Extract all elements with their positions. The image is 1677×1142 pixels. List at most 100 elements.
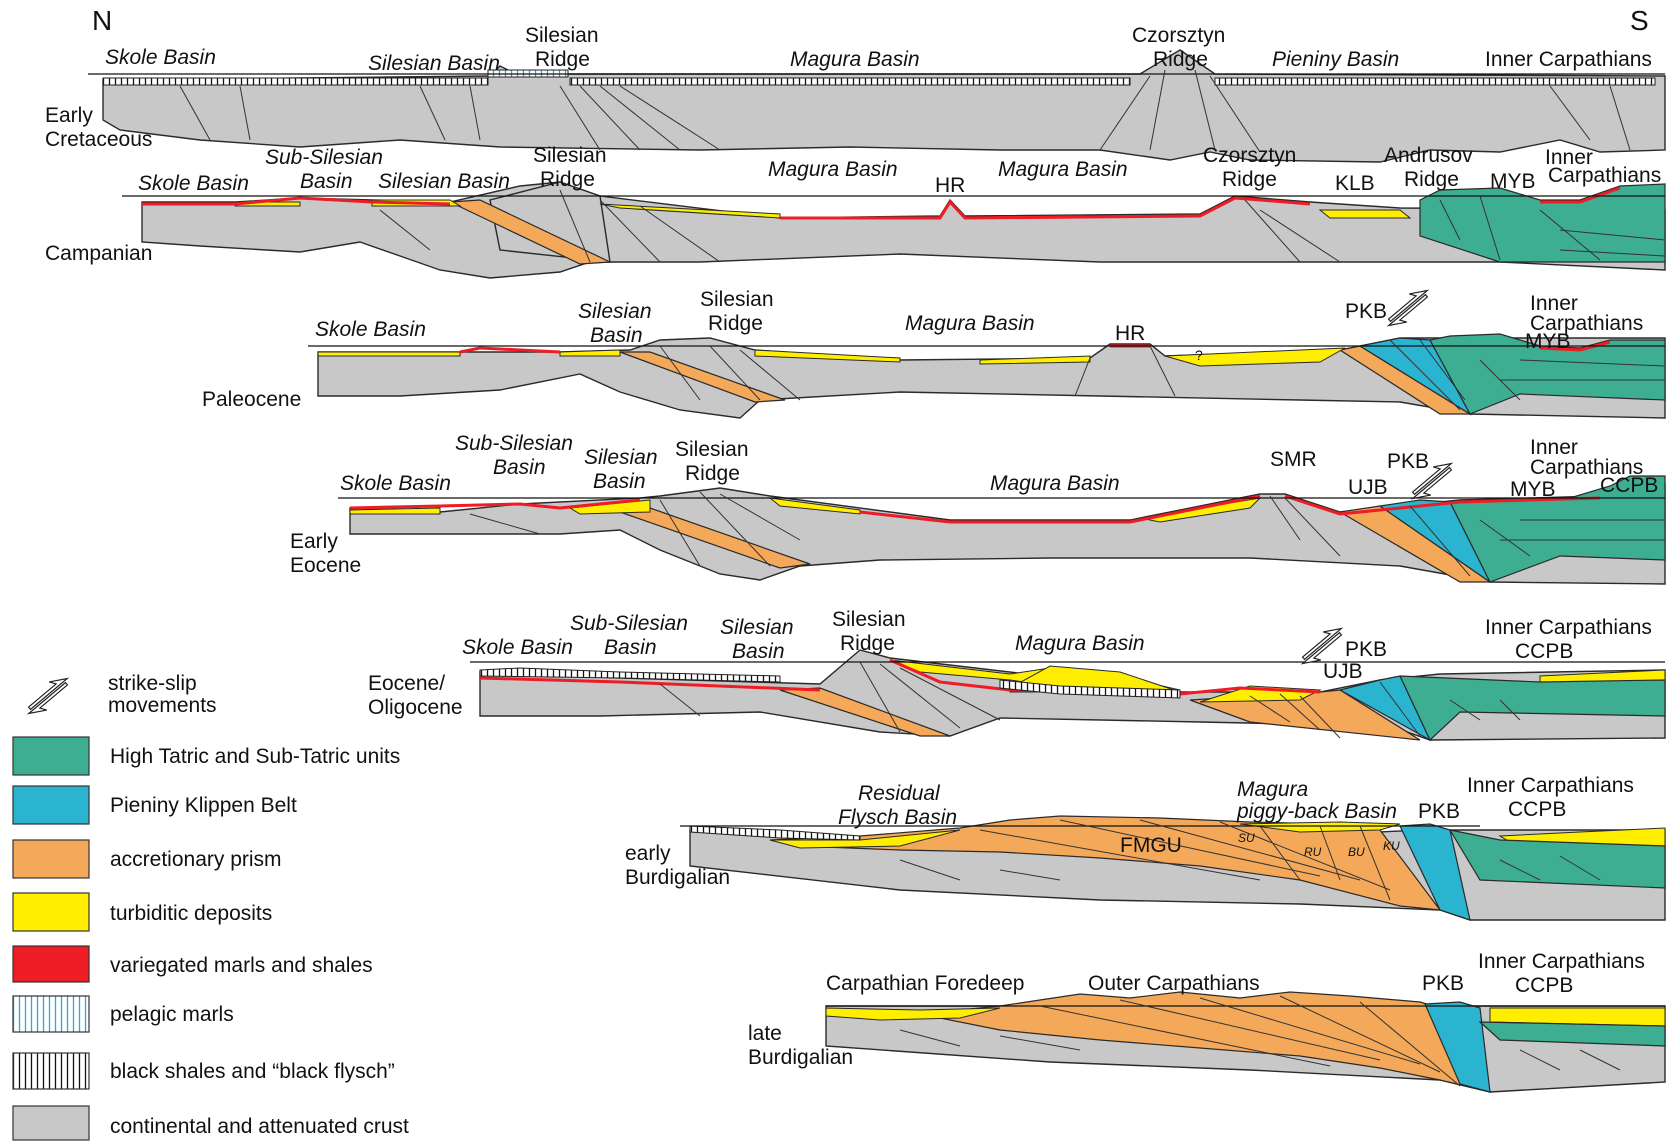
silesian-basin-label: Silesian Basin [368, 52, 500, 75]
pkb-label: PKB [1345, 300, 1387, 323]
silesian-basin-label: Silesian [578, 300, 652, 323]
age-label: Campanian [45, 242, 152, 265]
age-label: Early [45, 104, 93, 127]
skole-basin-label: Skole Basin [340, 472, 451, 495]
turbidite-fill [317, 351, 461, 357]
hr-label: HR [935, 174, 965, 197]
accretionary-prism [769, 815, 1442, 911]
silesian-ridge-label: Ridge [540, 168, 595, 191]
black-shale-fill [999, 679, 1181, 699]
inner-carpathians-label: Inner [1530, 436, 1578, 459]
inner-carpathian-units [1429, 333, 1666, 415]
magura-basin-label: Magura Basin [790, 48, 920, 71]
legend-label: High Tatric and Sub-Tatric units [110, 745, 400, 768]
fault-lines [469, 491, 1665, 577]
pieniny-klippen-belt [1424, 1001, 1491, 1093]
fault-lines [899, 995, 1621, 1087]
turbidite-fill [825, 1007, 1001, 1021]
silesian-ridge-label: Ridge [535, 48, 590, 71]
inner-carpathians-label: Inner Carpathians [1485, 616, 1652, 639]
pkb-label: PKB [1387, 450, 1429, 473]
accretionary-prism [447, 199, 613, 265]
magura-basin-label: Magura [1237, 778, 1308, 801]
inner-carpathians-label: CCPB [1508, 798, 1566, 821]
black-shale-strip [102, 77, 489, 86]
carpathian-foredeep-label: Carpathian Foredeep [826, 972, 1024, 995]
legend-label: movements [108, 694, 217, 717]
turbidite-fill [1164, 347, 1346, 367]
strike-slip-icon [1410, 462, 1454, 500]
smr-label: SMR [1270, 448, 1317, 471]
inner-carpathian-units [1448, 829, 1666, 889]
subsilesian-basin-label: Sub-Silesian [570, 612, 688, 635]
age-label: Oligocene [368, 696, 463, 719]
ku-label: KU [1383, 839, 1400, 853]
magura-basin-label: Magura Basin [998, 158, 1128, 181]
north-label: N [92, 5, 112, 36]
inner-carpathians-label: CCPB [1515, 974, 1573, 997]
residual-basin-label: Flysch Basin [838, 806, 957, 829]
legend-item-turbidites: turbiditic deposits [12, 892, 272, 932]
legend-item-crust: continental and attenuated crust [12, 1105, 409, 1141]
silesian-ridge-label: Silesian [533, 144, 607, 167]
inner-carpathians-label: Inner [1545, 146, 1593, 169]
ujb-label: UJB [1323, 660, 1363, 683]
black-shale-strip [569, 77, 1131, 86]
turbidite-fill [349, 507, 441, 515]
pkb-label: PKB [1422, 972, 1464, 995]
turbidite-fill [768, 497, 861, 515]
ujb-label: UJB [1348, 476, 1388, 499]
legend-swatch [12, 1105, 90, 1141]
bu-label: BU [1348, 845, 1365, 859]
inner-carpathians-label: CCPB [1515, 640, 1573, 663]
age-label: Eocene [290, 554, 361, 577]
legend-swatch [12, 945, 90, 983]
myb-label: MYB [1525, 330, 1571, 353]
magura-basin-label: Magura Basin [990, 472, 1120, 495]
legend-label: strike-slip [108, 672, 197, 695]
klb-label: KLB [1335, 172, 1375, 195]
section-paleocene: Paleocene Skole Basin Silesian Basin Sil… [202, 288, 1666, 419]
turbidite-fill [979, 355, 1091, 365]
hr-label: HR [1115, 322, 1145, 345]
legend-label: black shales and “black flysch” [110, 1060, 395, 1083]
age-label: Burdigalian [748, 1046, 853, 1069]
legend-item-variegated: variegated marls and shales [12, 945, 373, 983]
fault-lines [659, 661, 1521, 739]
legend-item-pelagic: pelagic marls [12, 995, 234, 1033]
legend: strike-slip movements High Tatric and Su… [12, 672, 409, 1141]
subsilesian-basin-label: Basin [604, 636, 657, 659]
andrusov-ridge-label: Andrusov [1384, 144, 1473, 167]
fault-lines [179, 69, 1631, 153]
inner-carpathians-label: Inner Carpathians [1467, 774, 1634, 797]
outer-carpathians-label: Outer Carpathians [1088, 972, 1260, 995]
fault-lines [659, 339, 1666, 411]
andrusov-ridge-label: Ridge [1404, 168, 1459, 191]
silesian-ridge-body [489, 181, 611, 263]
pieniny-basin-label: Pieniny Basin [1272, 48, 1399, 71]
subsilesian-basin-label: Sub-Silesian [265, 146, 383, 169]
legend-item-prism: accretionary prism [12, 839, 282, 879]
silesian-ridge-label: Ridge [685, 462, 740, 485]
black-shale-strip [1214, 77, 1656, 86]
legend-swatch [12, 785, 90, 825]
legend-swatch [12, 1052, 90, 1090]
legend-swatch [12, 839, 90, 879]
pkb-label: PKB [1345, 638, 1387, 661]
turbidite-fill [559, 349, 621, 357]
section-early-cretaceous: Early Cretaceous Skole Basin Silesian Ba… [45, 24, 1666, 163]
inner-carpathians-label: Carpathians [1530, 456, 1643, 479]
czorsztyn-ridge-label: Ridge [1222, 168, 1277, 191]
inner-carpathians-label: Inner [1530, 292, 1578, 315]
skole-basin-label: Skole Basin [462, 636, 573, 659]
myb-label: MYB [1490, 170, 1536, 193]
myb-label: MYB [1510, 478, 1556, 501]
south-label: S [1630, 5, 1649, 36]
inner-carpathians-label: Carpathians [1548, 164, 1661, 187]
fault-lines [899, 819, 1601, 901]
section-early-burdigalian: early Burdigalian Residual Flysch Basin … [625, 774, 1666, 921]
inner-carpathian-units [1399, 675, 1666, 742]
legend-label: Pieniny Klippen Belt [110, 794, 297, 817]
age-label: late [748, 1022, 782, 1045]
